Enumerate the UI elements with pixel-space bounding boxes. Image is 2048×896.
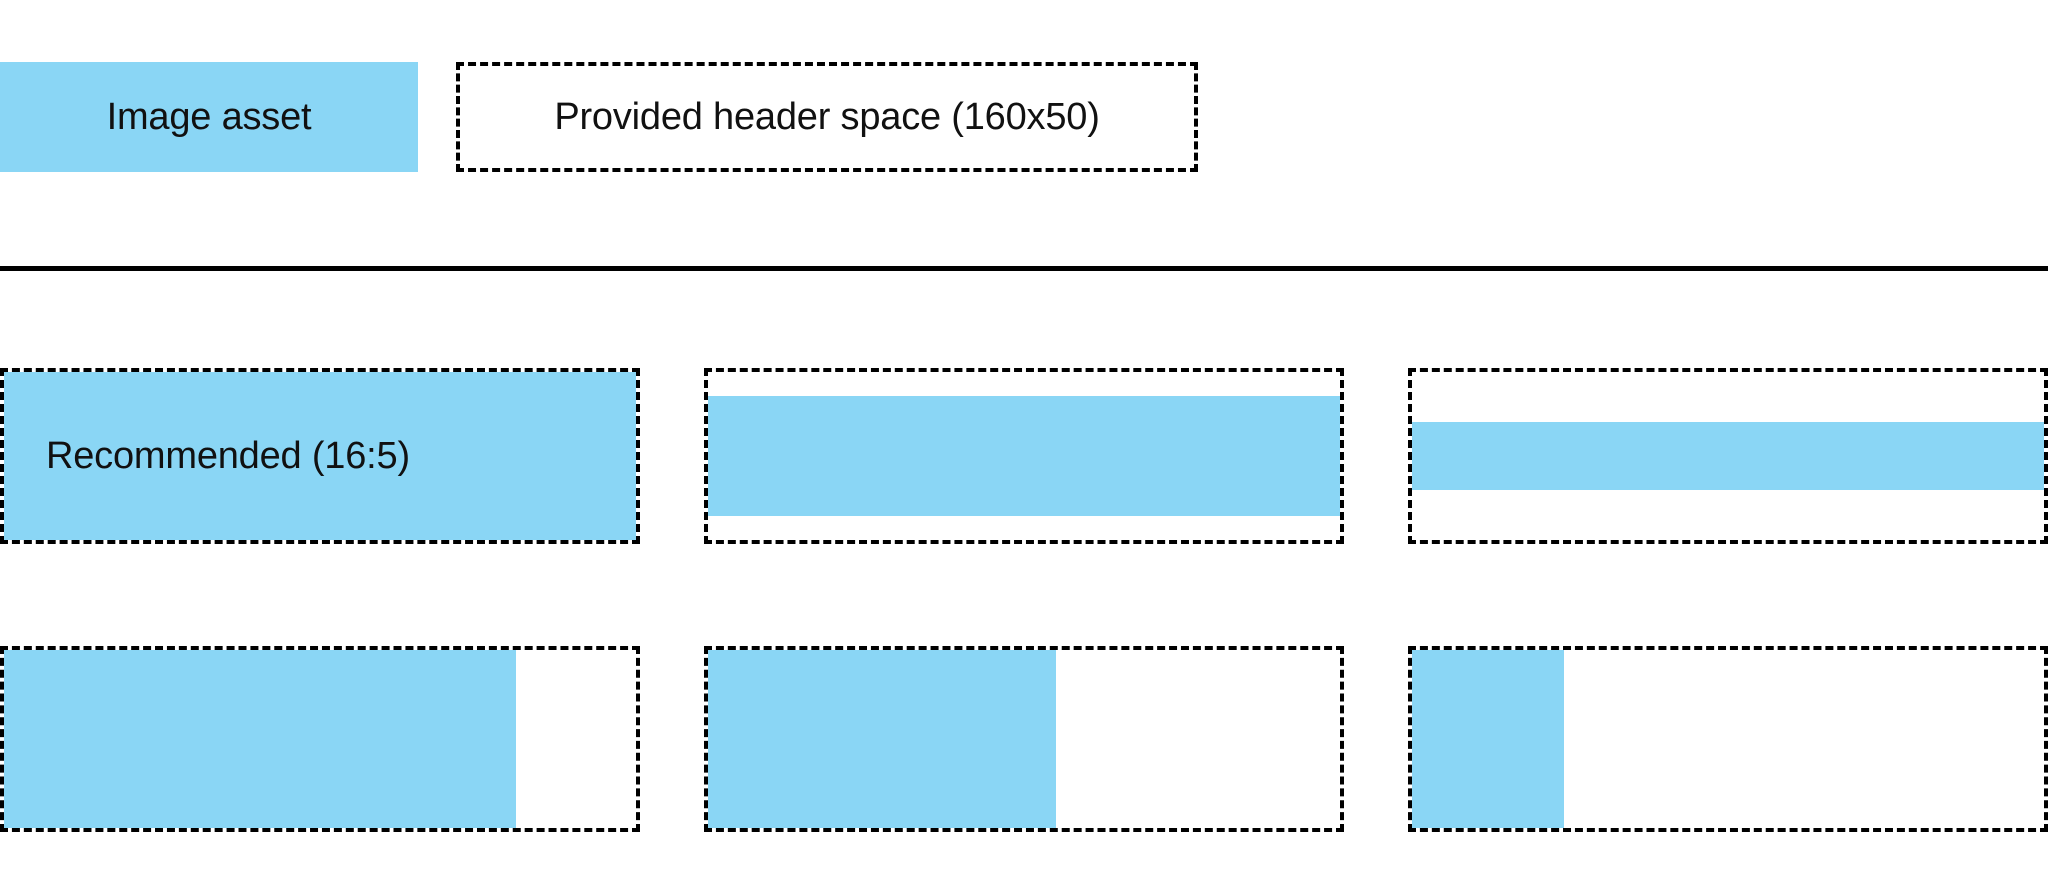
aspect-cell-r1c3 xyxy=(1408,368,2048,544)
aspect-cell-recommended: Recommended (16:5) xyxy=(0,368,640,544)
aspect-cell-r2c2 xyxy=(704,646,1344,832)
aspect-cell-r2c3 xyxy=(1408,646,2048,832)
image-fill-area xyxy=(708,395,1340,517)
provided-header-space-box: Provided header space (160x50) xyxy=(456,62,1198,172)
legend-strip: Image asset Provided header space (160x5… xyxy=(0,62,2048,174)
aspect-cell-caption: Recommended (16:5) xyxy=(46,434,410,477)
image-fill-area xyxy=(4,372,636,540)
aspect-cell-r2c1 xyxy=(0,646,640,832)
image-asset-legend-swatch: Image asset xyxy=(0,62,418,172)
horizontal-divider xyxy=(0,266,2048,271)
image-fill-area xyxy=(1412,422,2044,490)
image-fill-area xyxy=(708,650,1056,828)
image-fill-area xyxy=(1412,650,1564,828)
aspect-cell-r1c2 xyxy=(704,368,1344,544)
image-fill-area xyxy=(4,650,516,828)
aspect-demo-row-1: Recommended (16:5) xyxy=(0,368,2048,544)
aspect-demo-row-2 xyxy=(0,646,2048,832)
provided-header-space-label: Provided header space (160x50) xyxy=(554,96,1100,138)
image-asset-legend-label: Image asset xyxy=(106,96,312,138)
